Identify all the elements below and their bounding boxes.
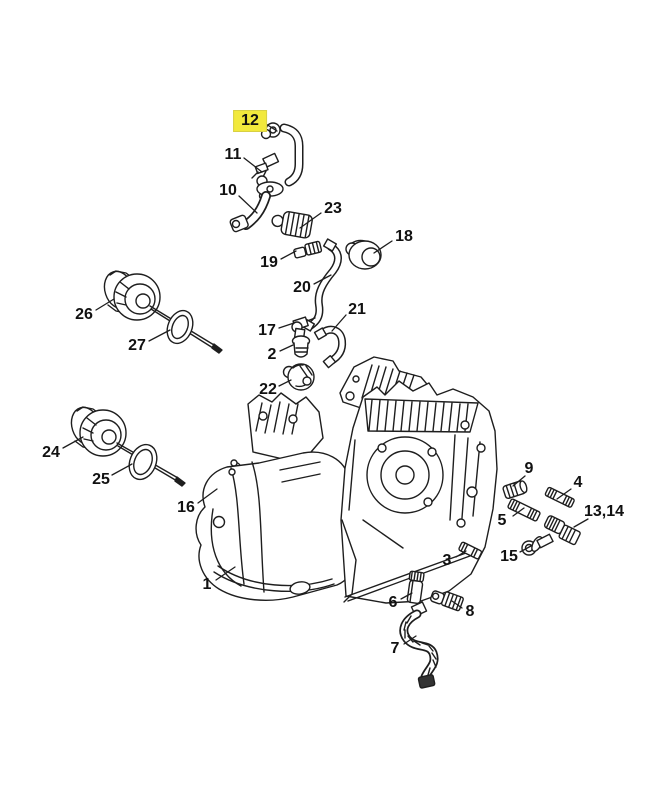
part-label-3[interactable]: 3 [442, 552, 452, 569]
part-label-13-14[interactable]: 13,14 [583, 503, 625, 520]
part-label-16[interactable]: 16 [177, 499, 195, 516]
part-label-12[interactable]: 12 [233, 110, 267, 132]
part-label-11[interactable]: 11 [224, 146, 242, 163]
part-2-drawing [293, 336, 310, 357]
part-27-drawing [163, 307, 198, 348]
part-label-21[interactable]: 21 [348, 301, 366, 318]
part-3-drawing [458, 542, 482, 560]
part-label-10[interactable]: 10 [219, 182, 237, 199]
part-9-drawing [502, 480, 528, 499]
part-label-15[interactable]: 15 [500, 548, 518, 565]
part-5-drawing [507, 498, 540, 521]
part-6-drawing [406, 571, 424, 604]
part-label-17[interactable]: 17 [258, 322, 276, 339]
part-label-8[interactable]: 8 [465, 603, 475, 620]
part-label-25[interactable]: 25 [92, 471, 110, 488]
part-label-6[interactable]: 6 [388, 594, 398, 611]
part-label-2[interactable]: 2 [267, 346, 277, 363]
part-18-drawing [346, 240, 381, 269]
part-label-5[interactable]: 5 [497, 512, 507, 529]
part-10-drawing [229, 182, 283, 232]
part-17-drawing [292, 317, 315, 342]
part-15-drawing [522, 534, 553, 555]
part-26-drawing [100, 268, 222, 353]
part-21-drawing [315, 328, 343, 368]
part-label-22[interactable]: 22 [259, 381, 277, 398]
part-label-26[interactable]: 26 [75, 306, 93, 323]
part-label-23[interactable]: 23 [324, 200, 342, 217]
part-label-7[interactable]: 7 [390, 640, 400, 657]
part-label-9[interactable]: 9 [524, 460, 534, 477]
part-23-drawing [270, 209, 313, 239]
part-13-14-drawing [542, 515, 581, 545]
part-label-24[interactable]: 24 [42, 444, 60, 461]
part-label-20[interactable]: 20 [293, 279, 311, 296]
part-7-drawing [404, 602, 436, 688]
right-crankcase-half-drawing [341, 381, 497, 603]
part-19-drawing [293, 241, 322, 258]
leader-lines [63, 124, 588, 644]
part-label-19[interactable]: 19 [260, 254, 278, 271]
part-8-drawing [430, 587, 464, 611]
part-1-left-crankcase-drawing [196, 393, 352, 600]
part-12-drawing [262, 123, 300, 182]
part-24-drawing [67, 404, 185, 486]
part-22-drawing [284, 364, 315, 390]
part-label-1[interactable]: 1 [202, 576, 212, 593]
part-25-drawing [124, 440, 162, 483]
part-label-27[interactable]: 27 [128, 337, 146, 354]
part-label-18[interactable]: 18 [395, 228, 413, 245]
part-label-4[interactable]: 4 [573, 474, 583, 491]
